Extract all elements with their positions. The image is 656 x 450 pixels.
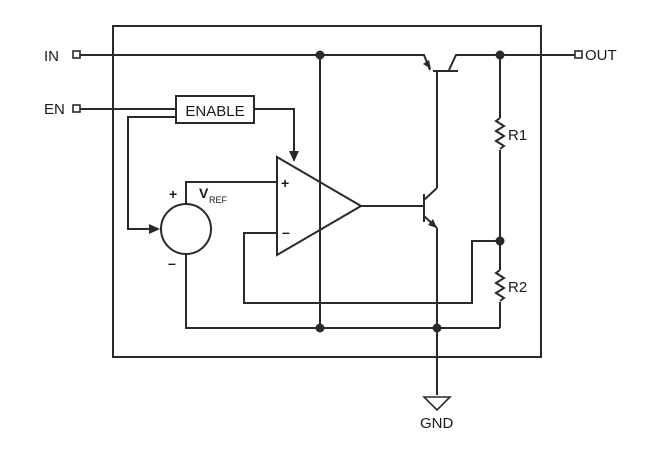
pin-in-label: IN <box>44 48 59 65</box>
opamp-plus-label: + <box>281 175 289 191</box>
junction-dot <box>432 323 442 333</box>
enable-to-vref-arrow <box>149 224 160 234</box>
vref-plus-label: + <box>169 186 177 202</box>
junction-dot <box>495 50 505 60</box>
vref-label: V <box>199 185 209 201</box>
vref-return-wire <box>185 254 500 329</box>
vref-subscript: REF <box>209 195 228 205</box>
feedback-wire <box>243 232 500 304</box>
pin-en-label: EN <box>44 101 65 118</box>
pin-out-label: OUT <box>585 47 617 64</box>
in-pin-terminal <box>72 50 81 59</box>
enable-to-vref-wire <box>127 116 176 230</box>
out-pin-terminal <box>574 50 583 59</box>
junction-dot <box>495 236 505 246</box>
opamp-minus-label: – <box>282 224 290 240</box>
vref-minus-label: – <box>168 255 176 271</box>
enable-block-label: ENABLE <box>185 103 244 120</box>
driver-collector <box>423 187 438 201</box>
driver-emitter-arrow <box>428 219 437 228</box>
enable-to-opamp-wire <box>254 108 295 158</box>
package-outline <box>112 25 542 358</box>
r2-label: R2 <box>508 279 527 296</box>
vref-to-opamp-wire <box>185 181 277 204</box>
junction-dot <box>315 50 325 60</box>
r2-resistor <box>494 269 506 302</box>
out-wire <box>448 54 575 71</box>
vref-source <box>160 203 212 255</box>
en-pin-terminal <box>72 104 81 113</box>
in-wire <box>80 54 431 71</box>
junction-dot <box>315 323 325 333</box>
r1-resistor <box>494 117 506 150</box>
pass-transistor-arrow <box>423 60 431 69</box>
enable-to-opamp-arrow <box>289 151 299 162</box>
pin-gnd-label: GND <box>420 415 454 432</box>
ground-symbol <box>422 396 452 412</box>
r1-label: R1 <box>508 127 527 144</box>
